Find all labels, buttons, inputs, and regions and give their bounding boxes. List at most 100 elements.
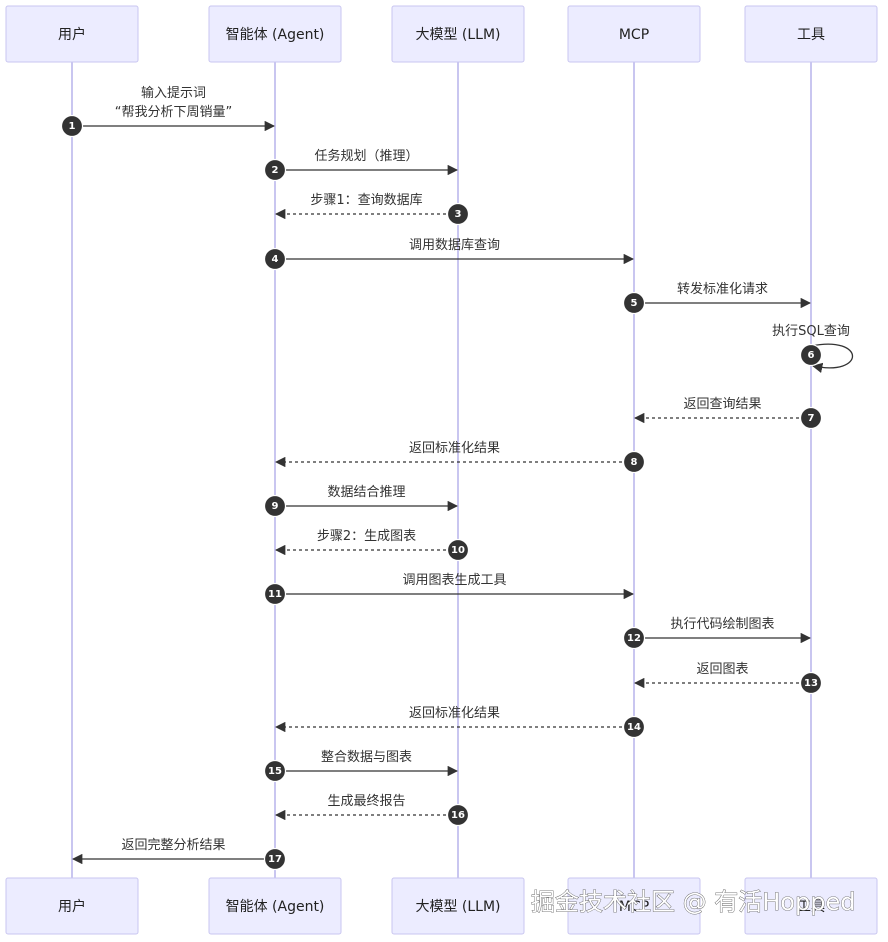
- actor-box: [744, 877, 878, 935]
- badge-number: 16: [451, 810, 465, 821]
- actor-box: [391, 5, 525, 63]
- message-label: 调用数据库查询: [409, 237, 500, 253]
- actor-label: 智能体 (Agent): [226, 899, 325, 915]
- sequence-number-badge: 13: [799, 671, 823, 695]
- message-9: 数据结合推理 9: [263, 485, 459, 518]
- message-6: 执行SQL查询 6: [772, 324, 853, 373]
- actor-box: [567, 877, 701, 935]
- actor-tool-top: 工具: [744, 5, 878, 63]
- message-label: 数据结合推理: [327, 485, 405, 500]
- badge-circle: [263, 847, 287, 871]
- message-5: 转发标准化请求 5: [622, 281, 812, 315]
- sequence-number-badge: 9: [263, 494, 287, 518]
- actor-box: [5, 5, 139, 63]
- badge-circle: [263, 247, 287, 271]
- actor-box: [391, 877, 525, 935]
- sequence-number-badge: 1: [60, 114, 84, 138]
- actor-box: [208, 877, 342, 935]
- actor-box: [567, 5, 701, 63]
- actor-agent-top: 智能体 (Agent): [208, 5, 342, 63]
- sequence-number-badge: 5: [622, 291, 646, 315]
- sequence-number-badge: 15: [263, 759, 287, 783]
- badge-circle: [622, 291, 646, 315]
- badge-number: 6: [808, 350, 815, 361]
- message-2: 任务规划（推理） 2: [263, 148, 459, 182]
- sequence-number-badge: 8: [622, 450, 646, 474]
- badge-number: 10: [451, 545, 465, 556]
- actor-tool-bottom: 工具: [744, 877, 878, 935]
- message-label: 生成最终报告: [327, 793, 405, 809]
- badge-circle: [799, 343, 823, 367]
- badge-circle: [446, 803, 470, 827]
- message-label: 整合数据与图表: [321, 750, 412, 765]
- sequence-number-badge: 14: [622, 715, 646, 739]
- actor-box: [744, 5, 878, 63]
- badge-number: 15: [268, 766, 282, 777]
- actor-user-bottom: 用户: [5, 877, 139, 935]
- message-label: 调用图表生成工具: [402, 573, 506, 588]
- actor-label: 大模型 (LLM): [415, 899, 500, 915]
- sequence-number-badge: 16: [446, 803, 470, 827]
- badge-circle: [622, 626, 646, 650]
- badge-circle: [446, 538, 470, 562]
- badge-number: 17: [268, 854, 282, 865]
- badge-number: 2: [272, 165, 279, 176]
- message-12: 执行代码绘制图表 12: [622, 617, 812, 650]
- message-label: 输入提示词: [141, 85, 206, 101]
- sequence-number-badge: 4: [263, 247, 287, 271]
- sequence-number-badge: 7: [799, 406, 823, 430]
- badge-number: 11: [268, 589, 282, 600]
- actor-llm-top: 大模型 (LLM): [391, 5, 525, 63]
- message-line: [810, 343, 853, 373]
- lifelines: [71, 62, 812, 878]
- badge-circle: [263, 582, 287, 606]
- badge-number: 7: [808, 413, 815, 424]
- badge-circle: [446, 202, 470, 226]
- actor-label: 工具: [797, 899, 825, 915]
- actor-agent-bottom: 智能体 (Agent): [208, 877, 342, 935]
- actor-user-top: 用户: [5, 5, 139, 63]
- message-label: “帮我分析下周销量”: [115, 105, 232, 120]
- message-14: 返回标准化结果 14: [274, 706, 646, 739]
- badge-circle: [60, 114, 84, 138]
- message-label: 任务规划（推理）: [314, 148, 418, 164]
- badge-circle: [799, 406, 823, 430]
- message-label: 转发标准化请求: [677, 281, 768, 297]
- actor-mcp-bottom: MCP: [567, 877, 701, 935]
- message-label: 执行SQL查询: [772, 324, 850, 339]
- badge-number: 8: [631, 457, 638, 468]
- actor-label: 工具: [797, 27, 825, 43]
- badge-number: 14: [627, 722, 641, 733]
- message-label: 返回标准化结果: [409, 706, 500, 721]
- badge-circle: [622, 715, 646, 739]
- badge-circle: [263, 494, 287, 518]
- badge-number: 5: [631, 298, 638, 309]
- actor-label: 智能体 (Agent): [226, 27, 325, 43]
- message-16: 生成最终报告 16: [274, 793, 470, 827]
- message-15: 整合数据与图表 15: [263, 750, 459, 783]
- message-label: 返回图表: [696, 662, 748, 677]
- badge-number: 9: [272, 501, 279, 512]
- badge-circle: [622, 450, 646, 474]
- badge-number: 1: [69, 121, 76, 132]
- badge-circle: [263, 759, 287, 783]
- actor-label: 用户: [58, 26, 86, 43]
- sequence-number-badge: 12: [622, 626, 646, 650]
- actor-label: MCP: [619, 899, 649, 915]
- badge-number: 4: [272, 254, 279, 265]
- sequence-number-badge: 2: [263, 158, 287, 182]
- actor-box: [5, 877, 139, 935]
- actor-llm-bottom: 大模型 (LLM): [391, 877, 525, 935]
- message-label: 执行代码绘制图表: [670, 617, 774, 632]
- actor-label: 大模型 (LLM): [415, 27, 500, 43]
- actor-label: 用户: [58, 898, 86, 915]
- badge-number: 3: [455, 209, 462, 220]
- badge-number: 13: [804, 678, 818, 689]
